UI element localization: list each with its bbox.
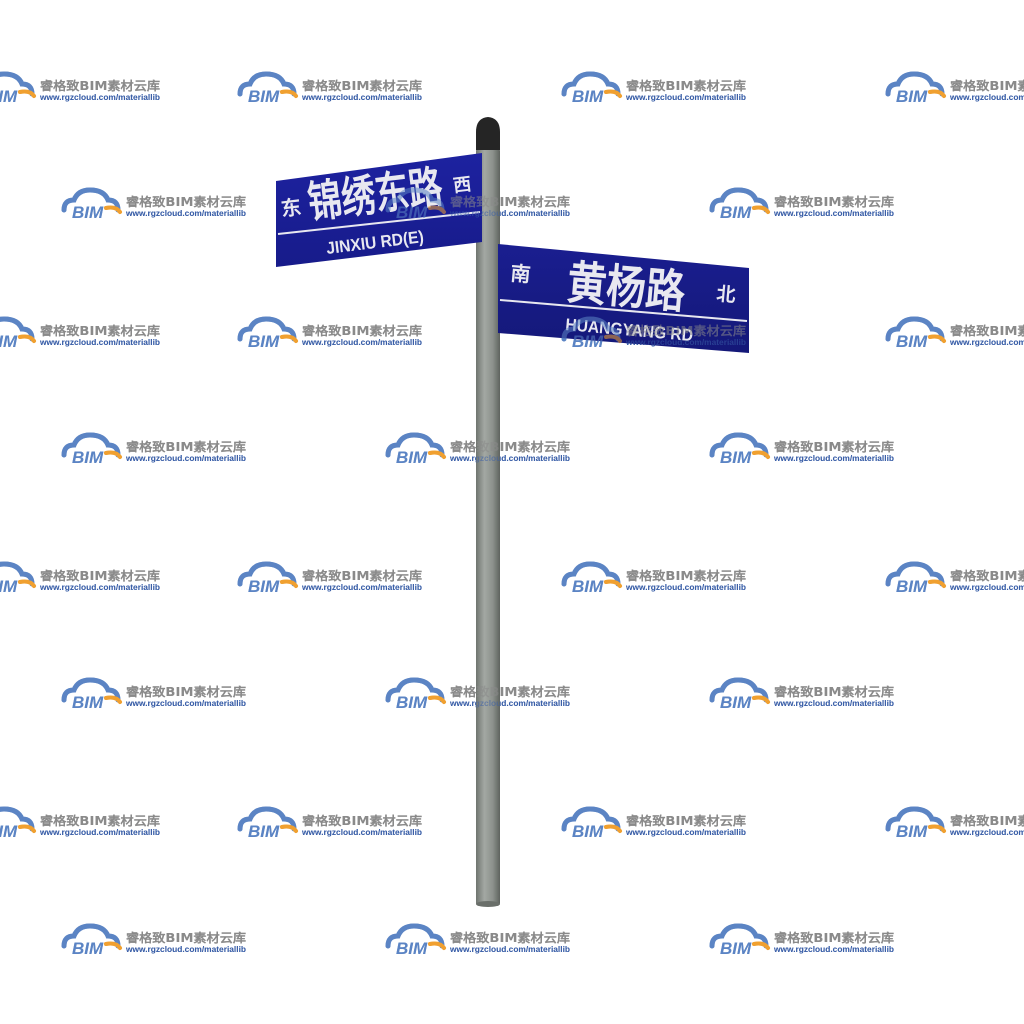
sign-upper: 东 锦绣东路 西 JINXIU RD(E) — [276, 153, 482, 267]
sign-upper-right-direction: 西 — [452, 174, 472, 197]
pole — [476, 117, 500, 907]
sign-upper-divider — [277, 211, 481, 235]
sign-lower: 南 黄杨路 北 HUANGYANG RD — [498, 244, 749, 353]
sign-upper-plate — [276, 153, 482, 267]
pole-cap — [476, 117, 500, 150]
sign-lower-divider — [499, 299, 748, 322]
pole-shaft — [476, 148, 500, 906]
sign-lower-plate — [498, 244, 749, 353]
sign-lower-right-direction: 北 — [716, 283, 737, 307]
sign-upper-left-direction: 东 — [280, 195, 303, 221]
sign-lower-road-name: 黄杨路 — [565, 255, 688, 319]
pole-base — [476, 901, 500, 907]
sign-lower-left-direction: 南 — [510, 261, 532, 287]
